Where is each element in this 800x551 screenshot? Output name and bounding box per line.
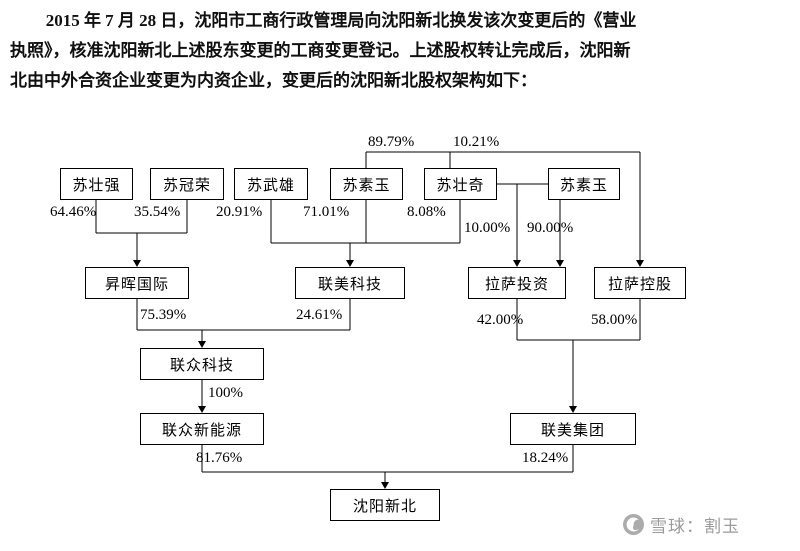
pct-lianmei-lianzhong-tech: 24.61% (296, 307, 343, 323)
snowball-icon (623, 513, 644, 535)
edges-to-lianmei-tech (270, 200, 461, 262)
pct-lasa-invest-lianmei-group: 42.00% (477, 312, 524, 328)
pct-wuxiong-lianmei-tech: 20.91% (216, 204, 263, 220)
pct-zhuangqiang-shenghui: 64.46% (50, 204, 97, 220)
pct-suyu1-lianmei-tech: 71.01% (303, 204, 350, 220)
node-lianmei-group: 联美集团 (510, 413, 636, 445)
pct-suyu1-lasa-holding: 89.79% (368, 134, 415, 150)
pct-lasa-holding-lianmei-group: 58.00% (591, 312, 638, 328)
arrowheads (133, 260, 644, 489)
node-lasa-holding: 拉萨控股 (594, 267, 686, 299)
paragraph-line: 北由中外合资企业变更为内资企业，变更后的沈阳新北股权架构如下： (10, 71, 537, 90)
body-paragraph: 2015 年 7 月 28 日，沈阳市工商行政管理局向沈阳新北换发该次变更后的《… (10, 6, 792, 96)
pct-zhuangqi-lianmei-tech: 8.08% (407, 204, 446, 220)
pct-guanrong-shenghui: 35.54% (134, 204, 181, 220)
pct-lianzhong-tech-energy: 100% (208, 385, 243, 401)
node-shenyang-xinbei: 沈阳新北 (330, 489, 440, 521)
node-lianmei-tech: 联美科技 (295, 267, 405, 299)
node-su-suyu-2: 苏素玉 (548, 168, 620, 200)
xueqiu-watermark: 雪球：割玉 (622, 512, 740, 536)
node-lianzhong-energy: 联众新能源 (140, 413, 264, 445)
edges-to-shenghui (95, 200, 188, 262)
node-lianzhong-tech: 联众科技 (140, 348, 264, 380)
node-shenghui-intl: 昇晖国际 (85, 267, 189, 299)
edges-to-shenyang-xinbei (201, 445, 574, 484)
edges-to-lianmei-group (516, 299, 641, 408)
paragraph-line: 2015 年 7 月 28 日，沈阳市工商行政管理局向沈阳新北换发该次变更后的《… (45, 11, 637, 30)
node-su-zhuangqiang: 苏壮强 (60, 168, 133, 200)
node-su-suyu-1: 苏素玉 (330, 168, 403, 200)
pct-shenghui-lianzhong-tech: 75.39% (140, 307, 187, 323)
pct-energy-shenyang-xinbei: 81.76% (196, 450, 243, 466)
edges-to-lianzhong-tech (136, 299, 351, 343)
edges-to-lasa-invest (497, 183, 561, 262)
node-su-wuxiong: 苏武雄 (234, 168, 308, 200)
node-su-zhuangqi: 苏壮奇 (424, 168, 497, 200)
paragraph-line: 执照》，核准沈阳新北上述股东变更的工商变更登记。上述股权转让完成后，沈阳新 (10, 41, 631, 60)
pct-suyu2-lasa-invest: 90.00% (527, 220, 574, 236)
watermark-text: 雪球：割玉 (650, 516, 740, 536)
node-lasa-invest: 拉萨投资 (468, 267, 566, 299)
pct-group-shenyang-xinbei: 18.24% (522, 450, 569, 466)
node-su-guanrong: 苏冠荣 (150, 168, 224, 200)
pct-zhuangqi-lasa-invest: 10.00% (464, 220, 511, 236)
pct-zhuangqi-lasa-holding: 10.21% (453, 134, 500, 150)
edges-to-lasa-holding (365, 151, 641, 262)
